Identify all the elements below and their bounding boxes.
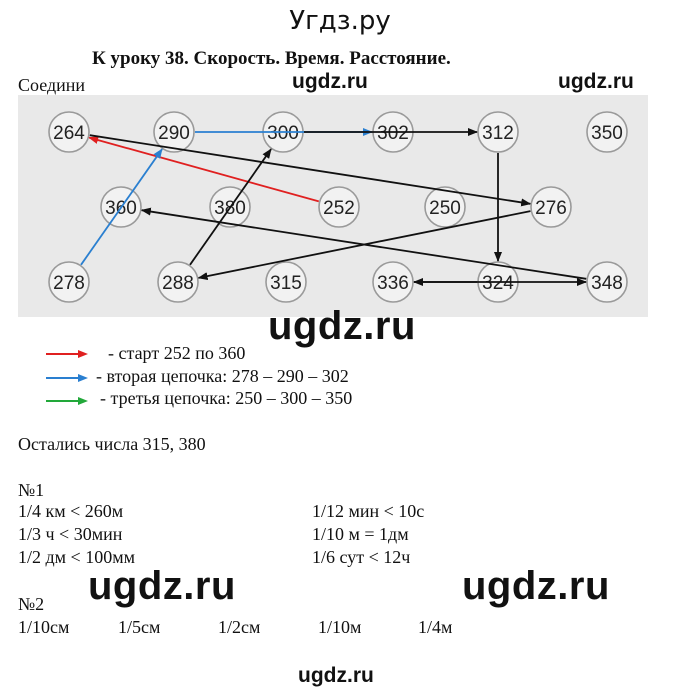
svg-text:302: 302 xyxy=(377,123,409,144)
legend-red-text: - старт 252 по 360 xyxy=(108,343,246,363)
svg-text:348: 348 xyxy=(591,273,623,294)
number-node-336: 336 xyxy=(372,261,414,303)
number-node-278: 278 xyxy=(48,261,90,303)
svg-text:250: 250 xyxy=(429,198,461,219)
watermark-top-center: ugdz.ru xyxy=(292,70,368,93)
number-diagram: 250 252 264 276 278 288 290 300 302 312 315 324 336 3… xyxy=(18,95,648,317)
number-node-288: 288 xyxy=(157,261,199,303)
task1-left-3: 1/2 дм < 100мм xyxy=(18,547,135,567)
task1-left-1: 1/4 км < 260м xyxy=(18,501,124,521)
number-node-264: 264 xyxy=(48,111,90,153)
svg-text:278: 278 xyxy=(53,273,85,294)
watermark-top-right: ugdz.ru xyxy=(558,70,634,93)
arrow-264-to-276 xyxy=(89,134,532,207)
svg-text:312: 312 xyxy=(482,123,514,144)
watermark-lower-right: ugdz.ru xyxy=(462,564,610,608)
number-node-250: 250 xyxy=(424,186,466,228)
svg-text:336: 336 xyxy=(377,273,409,294)
arrow-252-to-264 xyxy=(88,136,320,203)
legend-blue-text: - вторая цепочка: 278 – 290 – 302 xyxy=(96,366,349,386)
number-node-350: 350 xyxy=(586,111,628,153)
diagram-canvas: 250 252 264 276 278 288 290 300 302 312 315 324 336 3… xyxy=(48,111,628,303)
watermark-bottom: ugdz.ru xyxy=(298,664,374,687)
number-node-312: 312 xyxy=(477,111,519,153)
legend-green-text: - третья цепочка: 250 – 300 – 350 xyxy=(100,388,353,408)
watermark-lower-left: ugdz.ru xyxy=(88,564,236,608)
task2-item-5: 1/4м xyxy=(418,617,453,637)
number-node-290: 290 xyxy=(153,111,195,153)
task2-label: №2 xyxy=(18,594,45,614)
connect-label: Соедини xyxy=(18,75,86,95)
task2-item-3: 1/2см xyxy=(218,617,261,637)
svg-text:276: 276 xyxy=(535,198,567,219)
remaining-numbers: Остались числа 315, 380 xyxy=(18,434,206,454)
task2-item-1: 1/10см xyxy=(18,617,70,637)
number-node-276: 276 xyxy=(530,186,572,228)
svg-text:252: 252 xyxy=(323,198,355,219)
task1-right-3: 1/6 сут < 12ч xyxy=(312,547,411,567)
number-node-348: 348 xyxy=(586,261,628,303)
green-arrow-icon xyxy=(46,397,88,405)
svg-text:264: 264 xyxy=(53,123,85,144)
arrow-348-to-360 xyxy=(140,207,587,280)
svg-text:288: 288 xyxy=(162,273,194,294)
number-node-252: 252 xyxy=(318,186,360,228)
task2-item-4: 1/10м xyxy=(318,617,362,637)
task2-item-2: 1/5см xyxy=(118,617,161,637)
svg-text:350: 350 xyxy=(591,123,623,144)
svg-text:324: 324 xyxy=(482,273,514,294)
arrow-288-to-300 xyxy=(189,148,272,266)
task1-right-1: 1/12 мин < 10с xyxy=(312,501,425,521)
task1-right-2: 1/10 м = 1дм xyxy=(312,524,409,544)
red-arrow-icon xyxy=(46,350,88,358)
lesson-heading: К уроку 38. Скорость. Время. Расстояние. xyxy=(92,48,451,69)
watermark-middle: ugdz.ru xyxy=(268,304,416,348)
arrow-278-to-290 xyxy=(80,148,163,266)
task1-left-2: 1/3 ч < 30мин xyxy=(18,524,123,544)
task1-label: №1 xyxy=(18,480,45,500)
svg-text:300: 300 xyxy=(267,123,299,144)
svg-text:290: 290 xyxy=(158,123,190,144)
site-title: Угдз.ру xyxy=(289,6,391,36)
blue-arrow-icon xyxy=(46,374,88,382)
number-node-315: 315 xyxy=(265,261,307,303)
svg-text:315: 315 xyxy=(270,273,302,294)
